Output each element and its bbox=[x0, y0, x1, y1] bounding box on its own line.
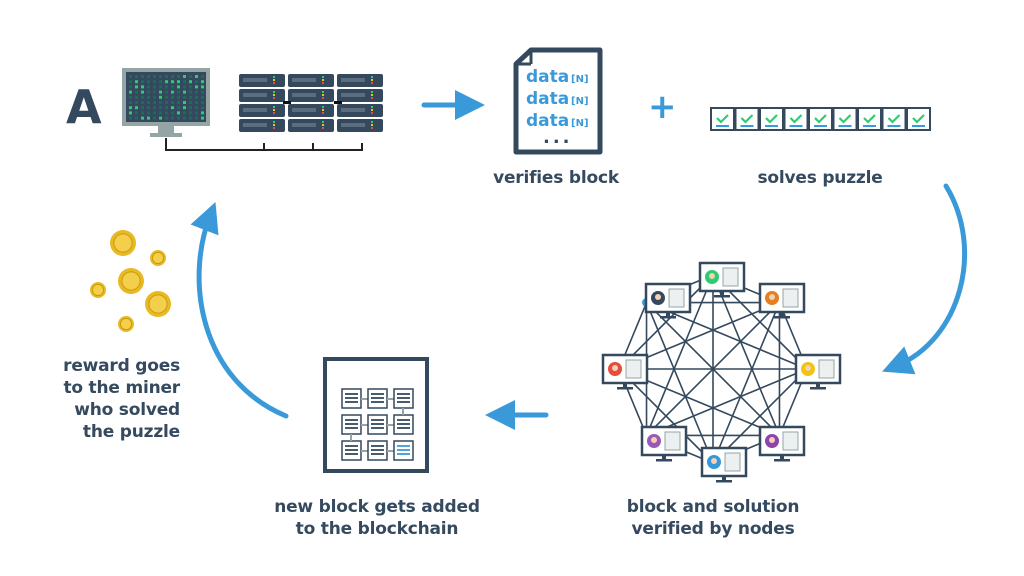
mini-ledger-icon bbox=[669, 289, 684, 307]
reward-caption-line: who solved bbox=[40, 399, 180, 421]
puzzle-grid bbox=[711, 108, 930, 130]
ledger-caption-line1: new block gets added bbox=[262, 496, 492, 518]
network-caption-line1: block and solution bbox=[608, 496, 818, 518]
node-computer-icon bbox=[646, 284, 690, 319]
reward-caption-line: reward goes bbox=[40, 355, 180, 377]
mini-ledger-icon bbox=[819, 360, 834, 378]
mini-ledger-icon bbox=[783, 289, 798, 307]
reward-caption: reward goes to the miner who solved the … bbox=[40, 355, 180, 443]
arrow-curve-down bbox=[896, 186, 965, 366]
network-caption-line2: verified by nodes bbox=[608, 518, 818, 540]
block-data-tag: [N] bbox=[571, 118, 589, 129]
node-computer-icon bbox=[702, 448, 746, 483]
mini-ledger-icon bbox=[665, 432, 680, 450]
mini-ledger-icon bbox=[783, 432, 798, 450]
plus-icon: + bbox=[648, 87, 677, 127]
node-computer-icon bbox=[760, 284, 804, 319]
miner-computer-icon bbox=[122, 68, 210, 137]
reward-caption-line: the puzzle bbox=[40, 421, 180, 443]
block-ellipsis: ... bbox=[543, 127, 573, 148]
verifies-block-caption: verifies block bbox=[486, 167, 626, 189]
network-caption: block and solution verified by nodes bbox=[608, 496, 818, 540]
block-data-tag: [N] bbox=[571, 96, 589, 107]
block-data-row: data bbox=[526, 67, 569, 87]
block-data-row: data bbox=[526, 89, 569, 109]
block-data-tag: [N] bbox=[571, 74, 589, 85]
mini-ledger-icon bbox=[723, 268, 738, 286]
reward-caption-line: to the miner bbox=[40, 377, 180, 399]
ledger-caption-line2: to the blockchain bbox=[262, 518, 492, 540]
mini-ledger-icon bbox=[626, 360, 641, 378]
node-computer-icon bbox=[642, 427, 686, 462]
node-computer-icon bbox=[760, 427, 804, 462]
server-rack-icon bbox=[239, 74, 383, 132]
arrow-curve-up bbox=[199, 216, 286, 416]
ledger-caption: new block gets added to the blockchain bbox=[262, 496, 492, 540]
node-computer-icon bbox=[796, 355, 840, 390]
mini-ledger-icon bbox=[725, 453, 740, 471]
coins-icon bbox=[90, 230, 171, 332]
solves-puzzle-caption: solves puzzle bbox=[745, 167, 895, 189]
network-cable bbox=[166, 138, 362, 150]
node-network bbox=[603, 263, 840, 483]
node-computer-icon bbox=[603, 355, 647, 390]
